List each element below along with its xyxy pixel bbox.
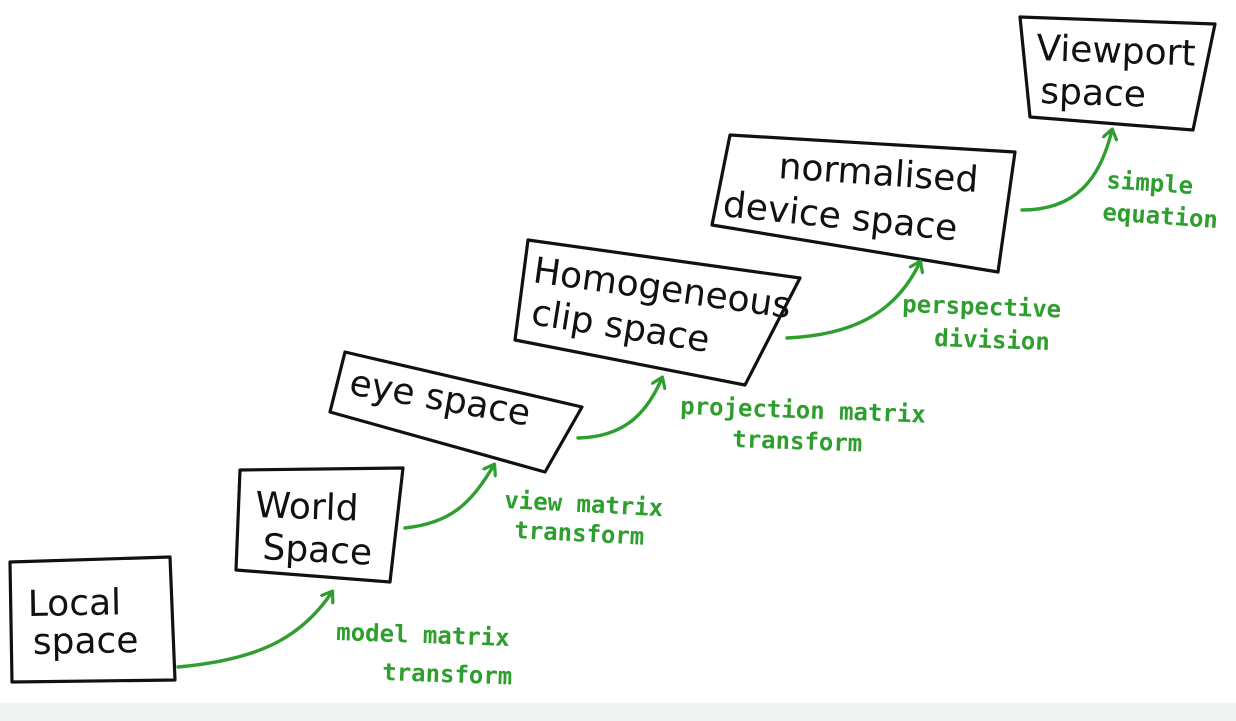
- stage-local-line-1: Local: [27, 582, 121, 625]
- transform-label-projection: projection matrix transform: [680, 392, 926, 458]
- arrow-clip-to-ndc: [785, 262, 920, 340]
- arrow-local-to-world: [176, 592, 332, 669]
- bottom-bar: [0, 703, 1236, 721]
- stage-box-viewport: Viewport space: [1018, 15, 1217, 132]
- transform-projection-line-1: projection matrix: [680, 392, 926, 429]
- transform-projection-line-2: transform: [732, 425, 863, 458]
- transform-model-line-2: transform: [382, 658, 513, 691]
- transform-viewport-eq-line-1: simple: [1106, 166, 1194, 200]
- transform-label-perspective: perspective division: [902, 290, 1062, 356]
- transform-view-line-2: transform: [514, 516, 645, 551]
- stage-box-world: World Space: [234, 466, 405, 584]
- arrow-world-to-eye: [403, 465, 494, 530]
- transform-label-model: model matrix transform: [336, 618, 513, 691]
- transform-model-line-1: model matrix: [336, 618, 510, 652]
- stage-viewport-line-2: space: [1040, 71, 1147, 116]
- stage-world-line-2: Space: [262, 527, 374, 574]
- stage-box-ndc: normalised device space: [710, 133, 1017, 274]
- stage-viewport-line-1: Viewport: [1036, 28, 1197, 75]
- transform-label-view: view matrix transform: [504, 486, 664, 551]
- stage-box-clip: Homogeneous clip space: [513, 238, 802, 387]
- arrow-eye-to-clip: [576, 378, 662, 440]
- transform-perspective-line-2: division: [934, 324, 1051, 356]
- stage-local-line-2: space: [32, 620, 138, 663]
- arrow-ndc-to-viewport: [1020, 130, 1112, 212]
- transform-viewport-eq-line-2: equation: [1102, 198, 1219, 234]
- stage-world-line-1: World: [255, 485, 360, 530]
- transform-perspective-line-1: perspective: [902, 290, 1062, 324]
- stage-box-eye: eye space: [328, 350, 584, 474]
- transform-label-viewport-eq: simple equation: [1102, 166, 1219, 234]
- stage-box-local: Local space: [8, 555, 177, 684]
